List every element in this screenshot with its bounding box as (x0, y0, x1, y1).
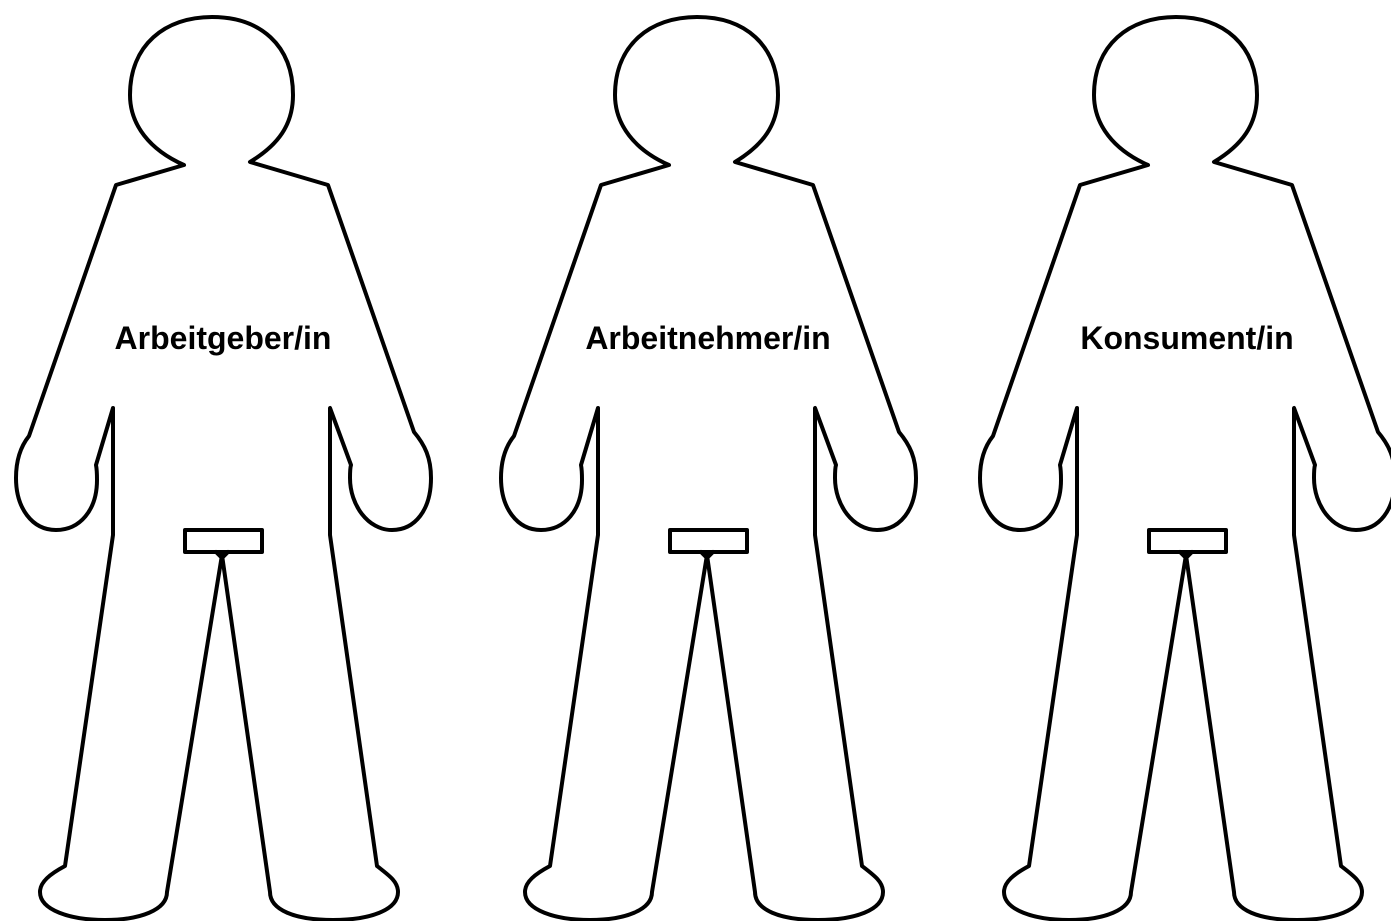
person-outline (980, 17, 1391, 920)
person-outline (16, 17, 431, 920)
figure-employer: Arbeitgeber/in (16, 17, 431, 920)
person-outline (501, 17, 916, 920)
figure-label: Arbeitnehmer/in (585, 320, 830, 356)
figure-label: Konsument/in (1080, 320, 1293, 356)
figure-label: Arbeitgeber/in (115, 320, 332, 356)
figure-employee: Arbeitnehmer/in (501, 17, 916, 920)
figure-consumer: Konsument/in (980, 17, 1391, 920)
